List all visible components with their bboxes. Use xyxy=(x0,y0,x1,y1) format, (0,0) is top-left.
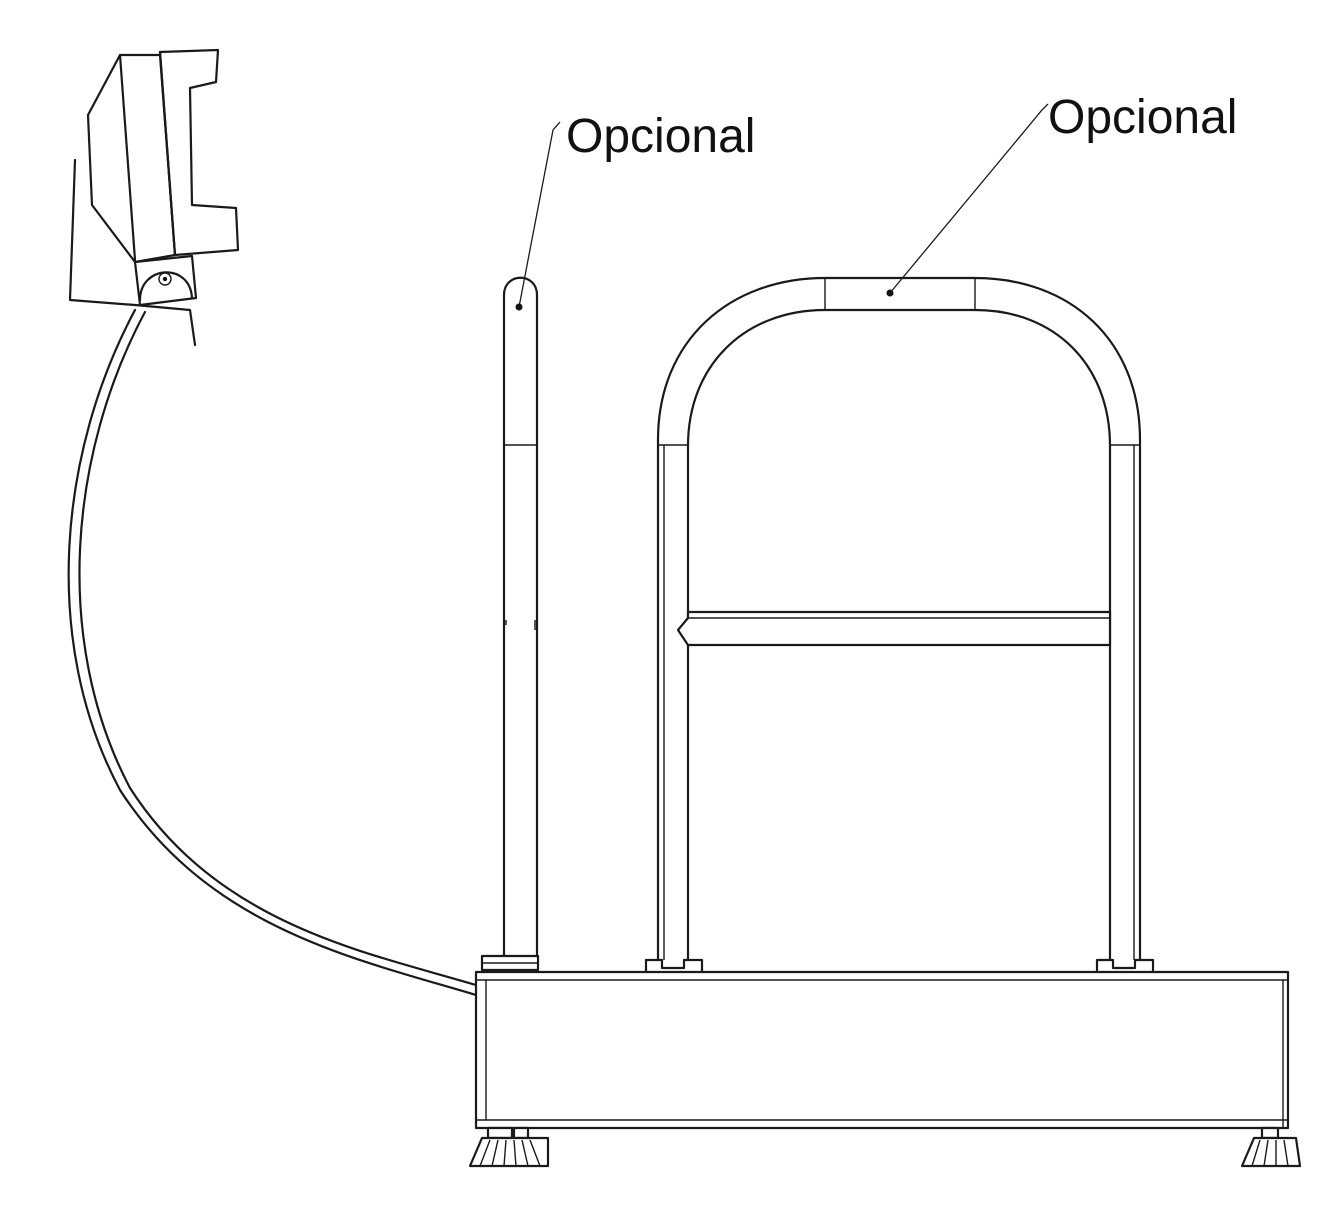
indicator-cable xyxy=(67,308,478,997)
callout-leader-post xyxy=(515,121,561,311)
display-indicator xyxy=(68,48,240,347)
leveling-foot-left xyxy=(468,1126,550,1168)
callout-leader-arch xyxy=(886,103,1049,297)
optional-column-post xyxy=(480,276,540,972)
platform-base xyxy=(474,970,1290,1130)
callout-label-post: Opcional xyxy=(566,110,755,163)
leveling-foot-right xyxy=(1240,1126,1302,1168)
callout-label-arch: Opcional xyxy=(1048,91,1237,144)
optional-handrail-arch xyxy=(644,276,1155,976)
